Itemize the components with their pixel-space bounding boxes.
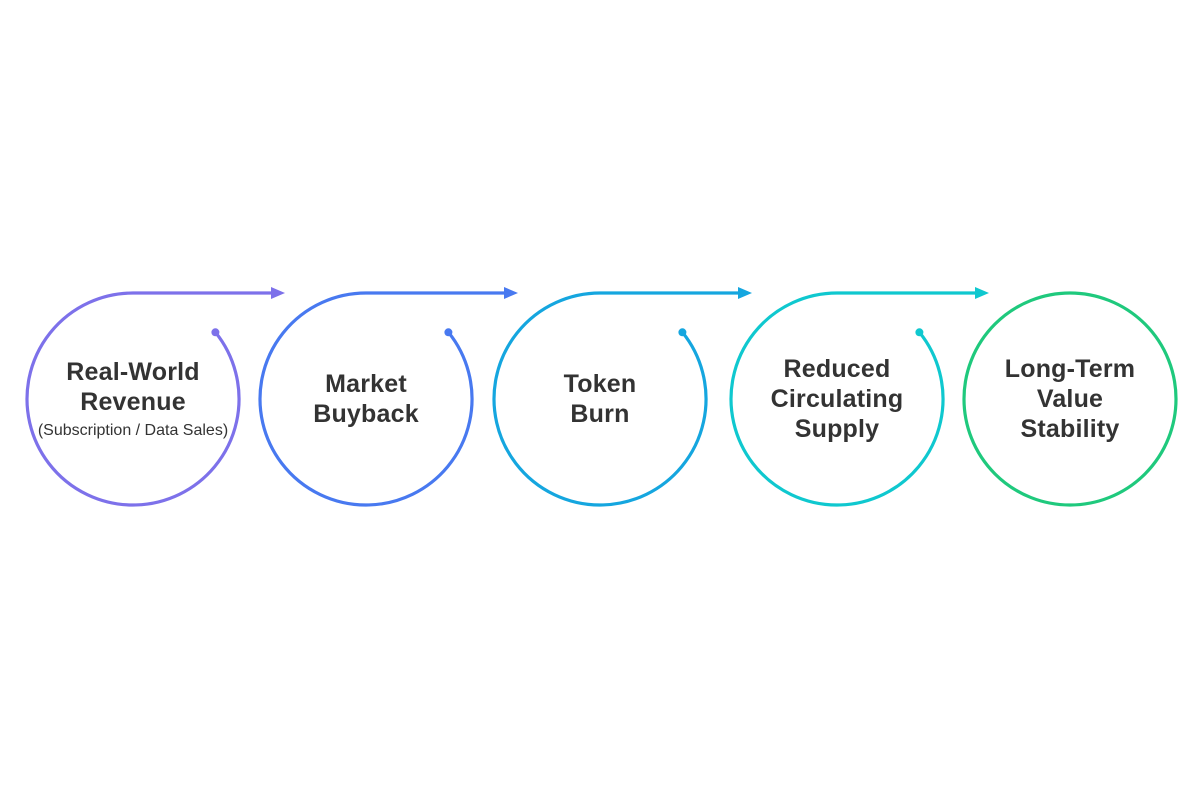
- loop-start-dot: [444, 328, 453, 337]
- loop-spiral-path: [492, 291, 740, 507]
- loop-spiral-path: [25, 291, 273, 507]
- arrow-head-icon: [738, 287, 752, 299]
- loop-spiral-path: [729, 291, 977, 507]
- loop-start-dot: [678, 328, 687, 337]
- arrow-head-icon: [975, 287, 989, 299]
- loop-spiral-path: [258, 291, 506, 507]
- arrow-head-icon: [271, 287, 285, 299]
- loop-start-dot: [211, 328, 220, 337]
- arrow-head-icon: [504, 287, 518, 299]
- loop-start-dot: [915, 328, 924, 337]
- closed-loop-circle: [962, 291, 1178, 507]
